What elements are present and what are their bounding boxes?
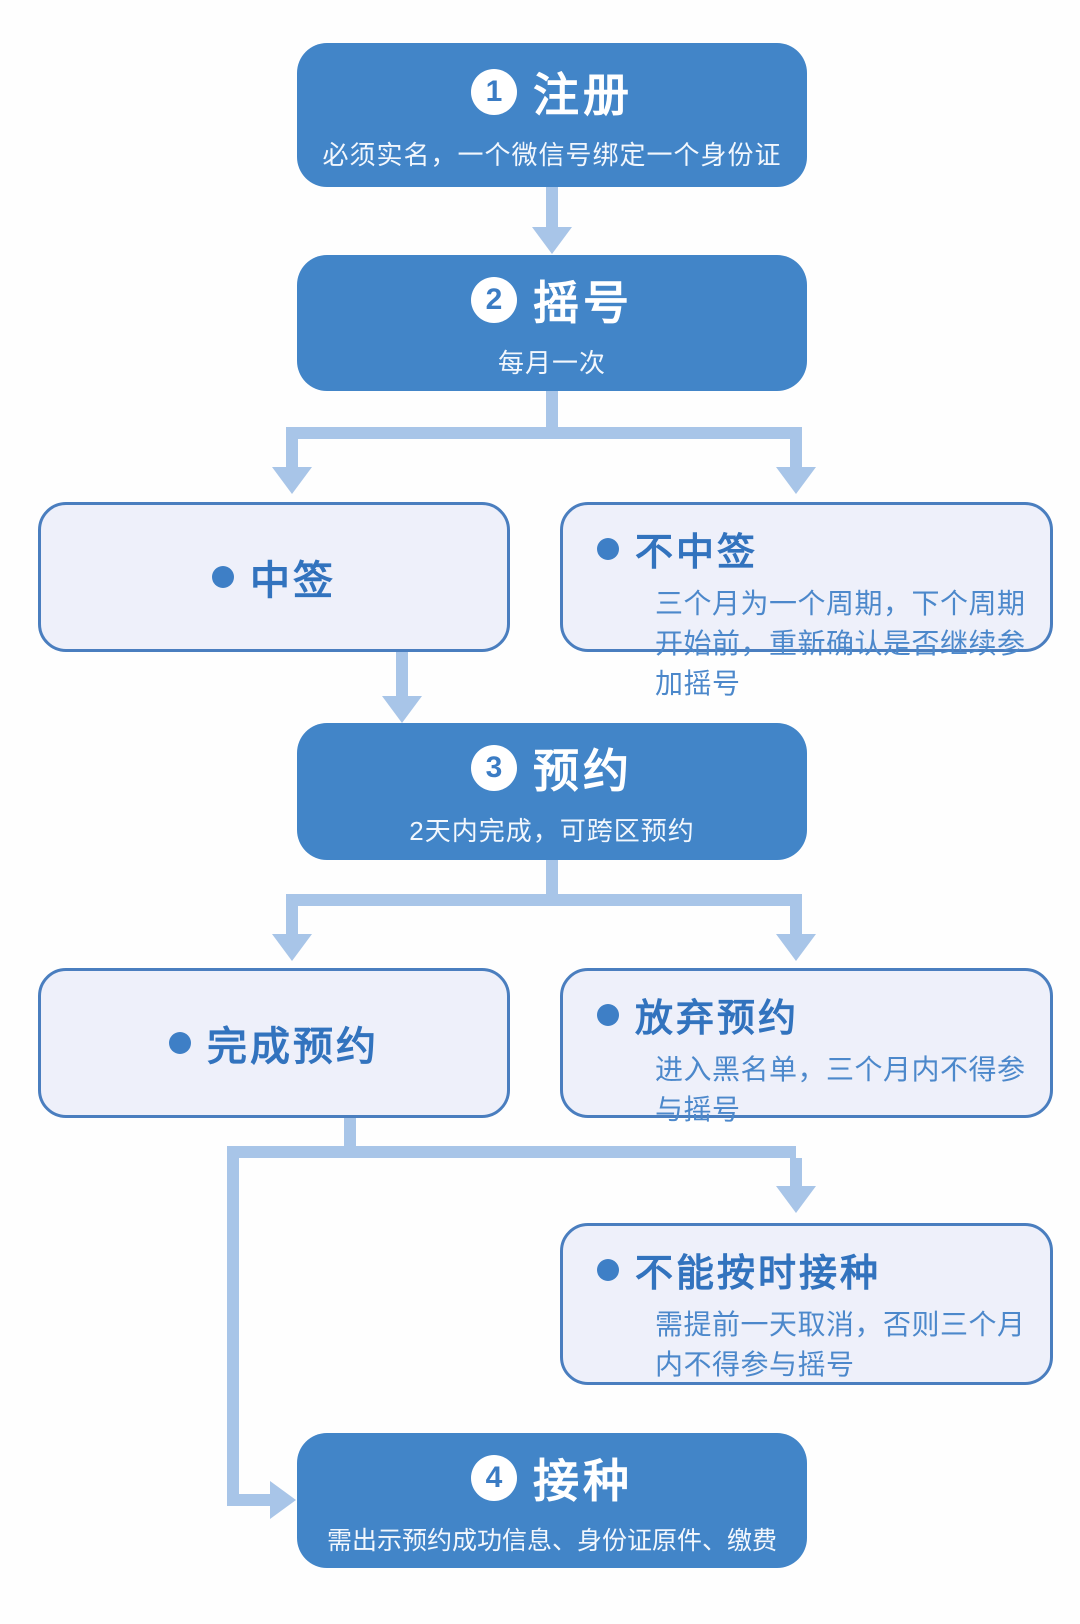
step1-title-row: 1 注册 [471,59,633,125]
split-b-stub [546,860,558,894]
step3-subtitle: 2天内完成，可跨区预约 [409,816,695,846]
outcome-miss-title-row: 不能按时接种 [597,1242,1026,1297]
split-a-bar [286,427,802,439]
split-a-right-leg [790,439,802,467]
outcome-abandon-title-row: 放弃预约 [597,987,1026,1042]
step1-subtitle: 必须实名，一个微信号绑定一个身份证 [322,139,782,170]
outcome-complete-title: 完成预约 [207,1025,379,1069]
bullet-icon [597,537,619,560]
step1-number-badge: 1 [471,68,517,115]
split-b-right-head [776,934,816,961]
outcome-complete-box: 完成预约 [38,968,510,1118]
step2-number-badge: 2 [471,276,517,323]
step2-subtitle: 每月一次 [497,347,606,378]
step1-title: 注册 [533,68,633,121]
bullet-icon [597,1003,619,1026]
step4-number-badge: 4 [471,1454,517,1501]
split-b-left-leg [286,906,298,934]
outcome-miss-desc: 需提前一天取消，否则三个月内不得参与摇号 [655,1309,1026,1380]
step4-vaccinate-box: 4 接种 需出示预约成功信息、身份证原件、缴费 [297,1433,807,1568]
arrow-step1-step2-shaft [546,187,558,229]
outcome-complete-title-row: 完成预约 [169,1014,379,1072]
arrow-win-step3-shaft [396,652,408,696]
arrow-step1-step2-head [532,227,572,254]
outcome-miss-box: 不能按时接种 需提前一天取消，否则三个月内不得参与摇号 [560,1223,1053,1385]
split-a-left-head [272,467,312,494]
outcome-win-box: 中签 [38,502,510,652]
split-a-left-leg [286,439,298,467]
split-c-bar [227,1146,796,1158]
bullet-icon [212,566,234,588]
outcome-lose-title: 不中签 [635,532,759,574]
split-c-right-leg [790,1158,802,1186]
split-c-stub [344,1118,356,1146]
bullet-icon [597,1258,619,1281]
step1-register-box: 1 注册 必须实名，一个微信号绑定一个身份证 [297,43,807,187]
split-c-left-head [270,1481,296,1519]
bullet-icon [169,1032,191,1054]
outcome-lose-desc: 三个月为一个周期，下个周期开始前，重新确认是否继续参加摇号 [655,588,1026,699]
step3-title: 预约 [533,745,633,797]
step4-title: 接种 [533,1454,633,1507]
split-b-bar [286,894,802,906]
step3-number-badge: 3 [471,745,517,791]
outcome-lose-title-row: 不中签 [597,521,1026,576]
outcome-win-title: 中签 [250,559,336,603]
step4-title-row: 4 接种 [471,1445,633,1511]
outcome-lose-box: 不中签 三个月为一个周期，下个周期开始前，重新确认是否继续参加摇号 [560,502,1053,699]
outcome-abandon-desc: 进入黑名单，三个月内不得参与摇号 [655,1054,1026,1125]
arrow-win-step3-head [382,696,422,723]
split-a-stub [546,391,558,427]
step2-title: 摇号 [533,276,633,329]
split-c-left-leg [227,1158,239,1506]
split-c-left-elbow [239,1494,271,1506]
split-a-right-head [776,467,816,494]
step3-appointment-box: 3 预约 2天内完成，可跨区预约 [297,723,807,860]
step2-title-row: 2 摇号 [471,267,633,333]
step2-lottery-box: 2 摇号 每月一次 [297,255,807,391]
split-c-right-head [776,1186,816,1213]
outcome-win-title-row: 中签 [212,548,336,606]
split-b-left-head [272,934,312,961]
outcome-abandon-title: 放弃预约 [635,998,800,1040]
step4-subtitle: 需出示预约成功信息、身份证原件、缴费 [326,1526,777,1555]
outcome-miss-title: 不能按时接种 [635,1253,882,1295]
split-b-right-leg [790,906,802,934]
outcome-abandon-box: 放弃预约 进入黑名单，三个月内不得参与摇号 [560,968,1053,1125]
step3-title-row: 3 预约 [471,735,633,801]
